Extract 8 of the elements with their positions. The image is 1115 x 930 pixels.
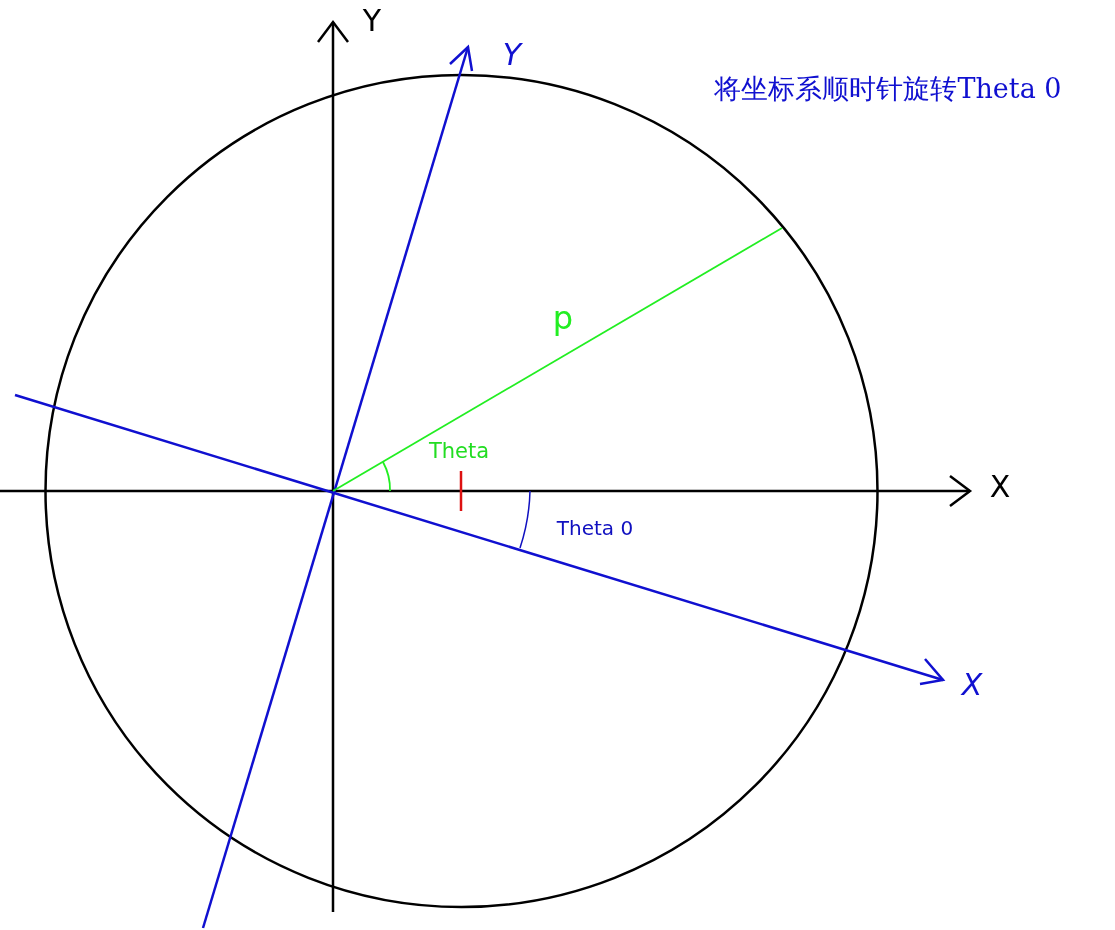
vector-label: p — [552, 302, 574, 334]
axis-label: Y — [502, 40, 522, 70]
axis-label: X — [961, 670, 983, 700]
angle-label: Theta — [428, 440, 490, 462]
axis-label: Y — [362, 6, 382, 36]
angle-label: Theta 0 — [556, 518, 634, 538]
axis-label: X — [989, 472, 1011, 502]
note-text: 将坐标系顺时针旋转Theta 0 — [714, 74, 1062, 102]
